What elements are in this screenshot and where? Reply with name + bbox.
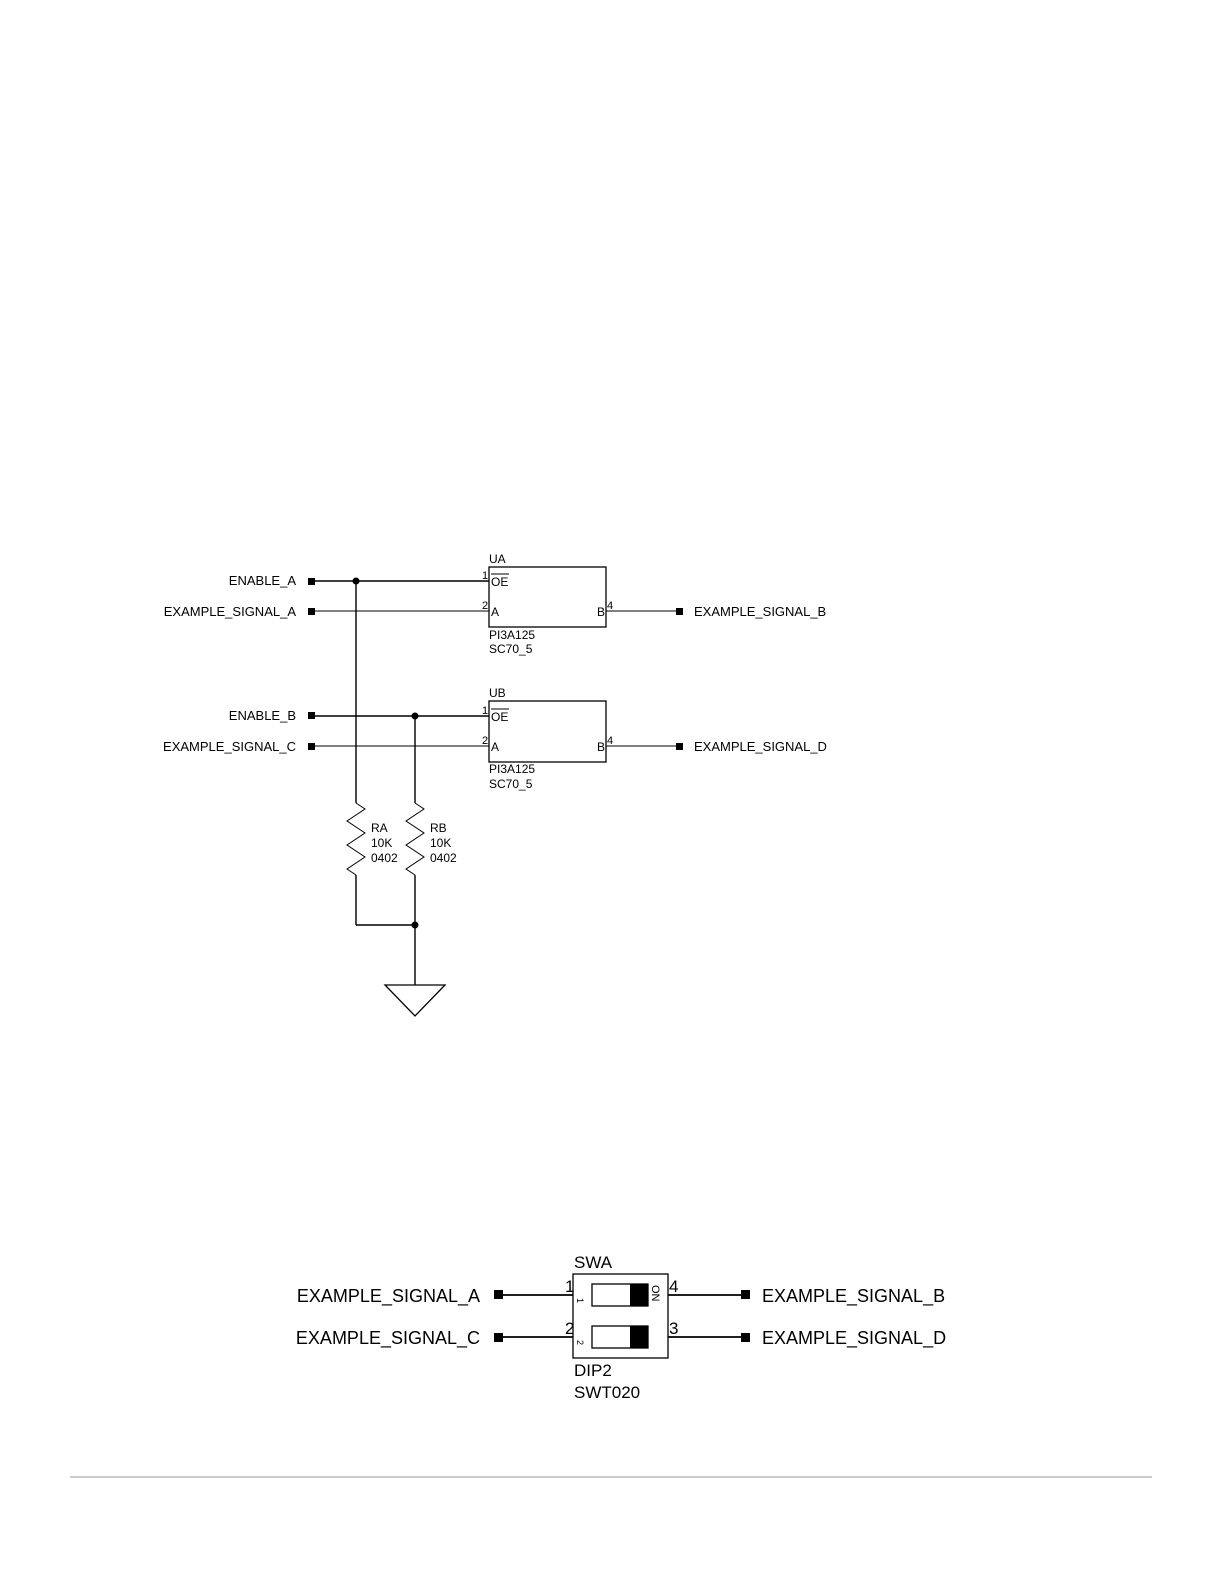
dip-net-label-left-bottom: EXAMPLE_SIGNAL_C — [296, 1328, 480, 1349]
buffer-ub-refdes: UB — [489, 686, 506, 700]
buffer-ub-pin4-number: 4 — [607, 735, 613, 747]
buffer-ub-pin-oe-label: OE — [491, 710, 508, 724]
dip-port-marker-left-bottom — [494, 1333, 503, 1342]
dip-position-1-mark: 1 — [575, 1298, 585, 1303]
port-label-enable-b: ENABLE_B — [229, 708, 296, 723]
dip-port-marker-right-top — [741, 1290, 750, 1299]
buffer-ua-refdes: UA — [489, 552, 506, 566]
resistor-ra-value: 10K — [371, 836, 392, 850]
resistor-rb-footprint: 0402 — [430, 851, 457, 865]
resistor-ra-refdes: RA — [371, 821, 388, 835]
resistor-rb-zigzag — [406, 803, 424, 875]
port-marker-example-signal-c — [308, 743, 315, 750]
dip-toggle-2-actuator — [630, 1326, 648, 1348]
buffer-ua-pin2-number: 2 — [482, 600, 488, 612]
dip-switch-value: DIP2 — [574, 1361, 612, 1380]
resistor-ra-footprint: 0402 — [371, 851, 398, 865]
buffer-ub-pin-a-label: A — [491, 740, 499, 754]
dip-switch-footprint: SWT020 — [574, 1383, 640, 1402]
resistor-rb-value: 10K — [430, 836, 451, 850]
port-label-enable-a: ENABLE_A — [229, 573, 297, 588]
dip-net-label-left-top: EXAMPLE_SIGNAL_A — [297, 1286, 480, 1307]
dip-net-label-right-top: EXAMPLE_SIGNAL_B — [762, 1286, 945, 1307]
dip-net-label-right-bottom: EXAMPLE_SIGNAL_D — [762, 1328, 946, 1349]
port-marker-enable-a — [308, 578, 315, 585]
buffer-ub-pin1-number: 1 — [482, 705, 488, 717]
buffer-ua-pin-b-label: B — [597, 605, 605, 619]
buffer-ua-group: ENABLE_A EXAMPLE_SIGNAL_A UA 1 OE 2 A B … — [164, 552, 826, 656]
dip-pin1-number: 1 — [565, 1277, 574, 1296]
ground-icon — [385, 985, 445, 1016]
dip-pin4-number: 4 — [669, 1277, 678, 1296]
buffer-ub-value: PI3A125 — [489, 762, 535, 776]
buffer-ua-pin1-number: 1 — [482, 570, 488, 582]
dip-port-marker-left-top — [494, 1290, 503, 1299]
port-marker-enable-b — [308, 712, 315, 719]
port-label-example-signal-c: EXAMPLE_SIGNAL_C — [163, 739, 296, 754]
buffer-ua-footprint: SC70_5 — [489, 642, 533, 656]
dip-port-marker-right-bottom — [741, 1333, 750, 1342]
port-marker-example-signal-a — [308, 608, 315, 615]
buffer-ub-pin-b-label: B — [597, 740, 605, 754]
port-label-example-signal-b: EXAMPLE_SIGNAL_B — [694, 604, 826, 619]
dip-pin2-number: 2 — [565, 1319, 574, 1338]
dip-on-mark: ON — [649, 1285, 661, 1302]
buffer-ub-footprint: SC70_5 — [489, 777, 533, 791]
dip-pin3-number: 3 — [669, 1319, 678, 1338]
resistor-ra-zigzag — [347, 803, 365, 875]
dip-position-2-mark: 2 — [575, 1340, 585, 1345]
buffer-ua-value: PI3A125 — [489, 628, 535, 642]
port-label-example-signal-d: EXAMPLE_SIGNAL_D — [694, 739, 827, 754]
dip-toggle-1-actuator — [630, 1284, 648, 1306]
port-label-example-signal-a: EXAMPLE_SIGNAL_A — [164, 604, 297, 619]
buffer-ua-pin-a-label: A — [491, 605, 499, 619]
buffer-ub-group: ENABLE_B EXAMPLE_SIGNAL_C UB 1 OE 2 A B … — [163, 686, 827, 791]
port-marker-example-signal-b — [676, 608, 683, 615]
buffer-ua-pin-oe-label: OE — [491, 575, 508, 589]
dip-switch-group: SWA EXAMPLE_SIGNAL_A EXAMPLE_SIGNAL_C 1 … — [296, 1253, 946, 1402]
dip-switch-refdes: SWA — [574, 1253, 613, 1272]
pulldown-network: RA 10K 0402 RB 10K 0402 — [347, 581, 457, 1016]
resistor-rb-refdes: RB — [430, 821, 447, 835]
buffer-ua-pin4-number: 4 — [607, 600, 613, 612]
buffer-ub-pin2-number: 2 — [482, 735, 488, 747]
port-marker-example-signal-d — [676, 743, 683, 750]
